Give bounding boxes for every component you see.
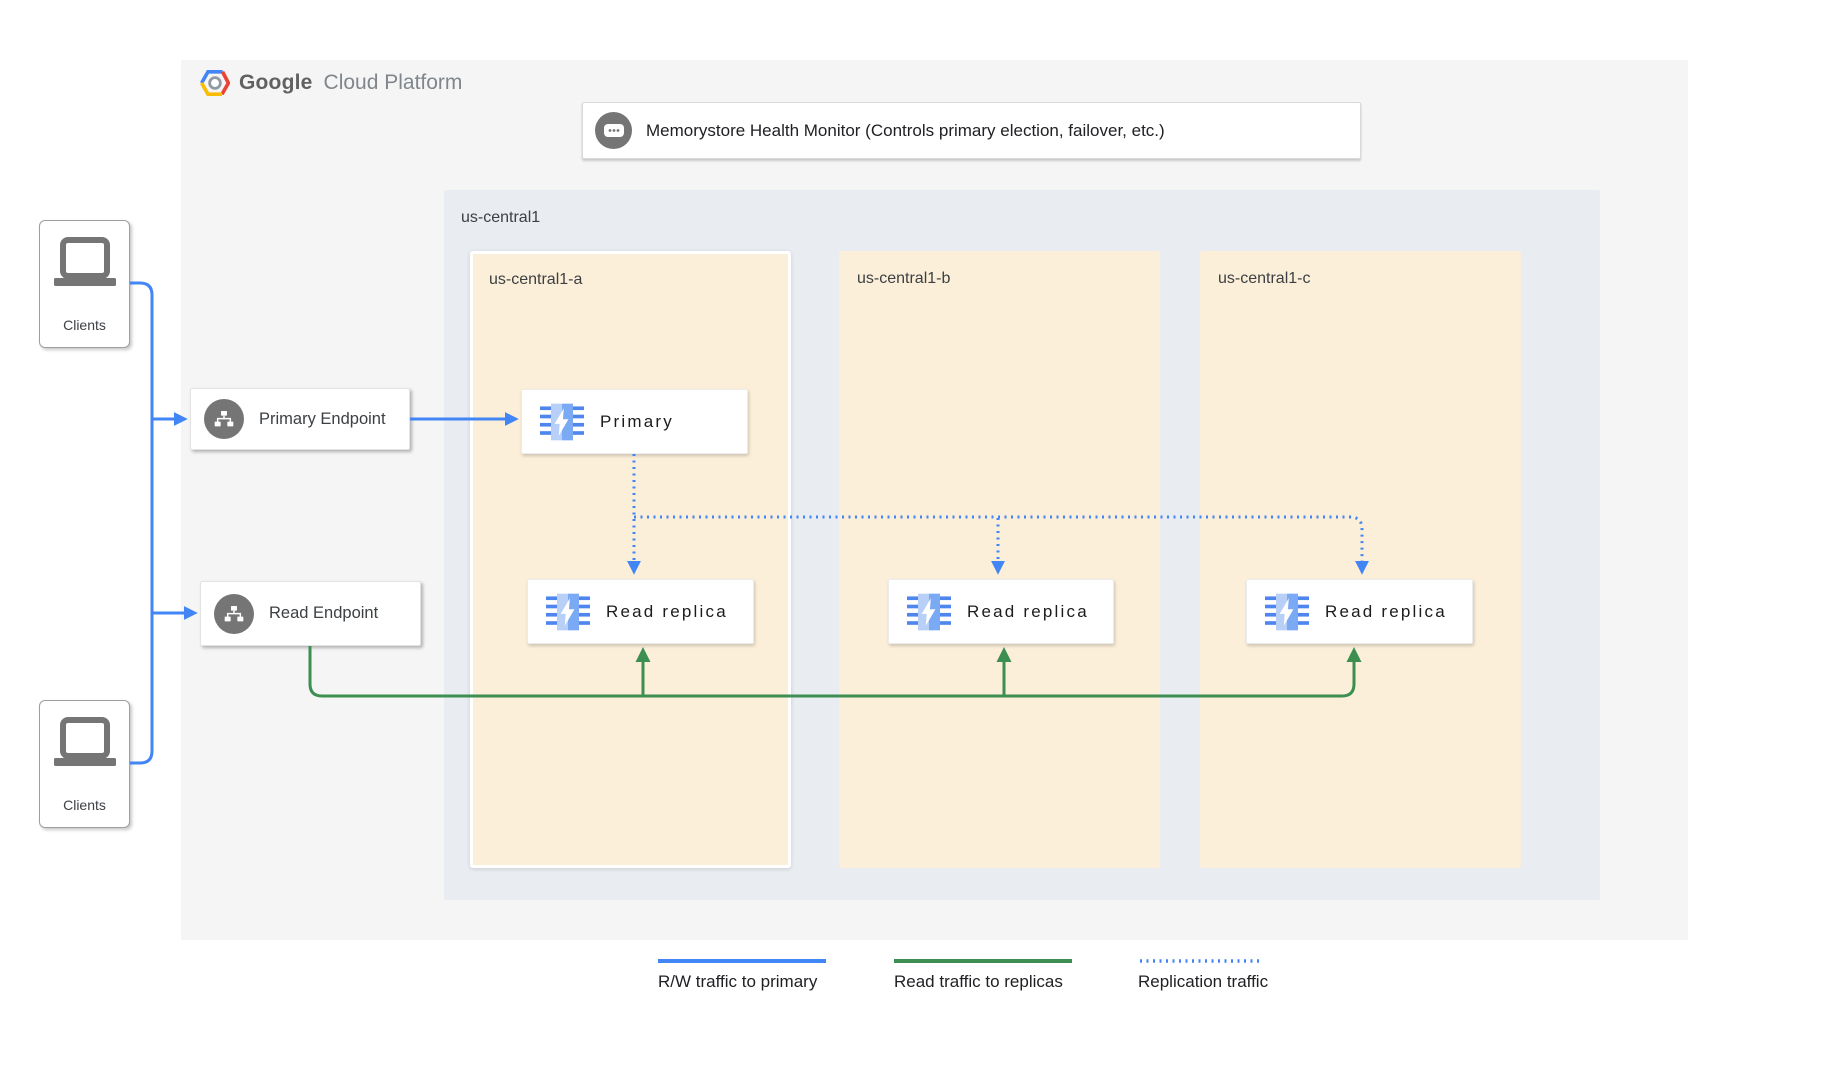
brand-cloud-platform-text: Cloud Platform bbox=[323, 71, 463, 94]
read-replica-c-node: Read replica bbox=[1246, 579, 1473, 644]
clients-top-box: Clients bbox=[39, 220, 130, 348]
read-replica-c-label: Read replica bbox=[1325, 601, 1447, 621]
read-replica-b-label: Read replica bbox=[967, 601, 1089, 621]
memorystore-icon bbox=[907, 593, 951, 630]
health-monitor-box: Memorystore Health Monitor (Controls pri… bbox=[582, 102, 1361, 159]
legend-replication-label: Replication traffic bbox=[1138, 972, 1269, 991]
brand-google-text: Google bbox=[239, 71, 313, 94]
laptop-icon bbox=[53, 717, 116, 766]
health-monitor-label: Memorystore Health Monitor (Controls pri… bbox=[646, 120, 1165, 140]
memorystore-icon bbox=[1265, 593, 1309, 630]
read-endpoint-circle bbox=[214, 593, 254, 634]
read-endpoint-label: Read Endpoint bbox=[269, 604, 379, 622]
zone-a-label: us-central1-a bbox=[489, 271, 583, 288]
clients-bottom-label: Clients bbox=[63, 797, 106, 813]
clients-top-label: Clients bbox=[63, 317, 106, 333]
sitemap-icon bbox=[224, 605, 244, 621]
primary-endpoint-label: Primary Endpoint bbox=[259, 409, 386, 428]
read-replica-b-node: Read replica bbox=[888, 579, 1114, 644]
primary-endpoint-box: Primary Endpoint bbox=[190, 388, 410, 450]
region-label: us-central1 bbox=[461, 209, 541, 226]
zone-us-central1-c: us-central1-c bbox=[1200, 251, 1521, 868]
region-us-central1: us-central1 us-central1-a us-central1-b … bbox=[444, 190, 1600, 900]
sitemap-icon bbox=[214, 411, 234, 427]
read-endpoint-box: Read Endpoint bbox=[200, 581, 421, 646]
rw-client-trunk-line bbox=[130, 281, 154, 765]
zone-us-central1-b: us-central1-b bbox=[839, 251, 1160, 868]
zone-b-label: us-central1-b bbox=[857, 270, 951, 287]
legend-read-label: Read traffic to replicas bbox=[894, 972, 1063, 991]
memorystore-icon bbox=[546, 593, 590, 630]
clients-bottom-box: Clients bbox=[39, 700, 130, 828]
read-replica-a-node: Read replica bbox=[527, 579, 754, 644]
zone-us-central1-a: us-central1-a bbox=[470, 251, 791, 868]
laptop-icon bbox=[53, 237, 116, 286]
health-monitor-circle bbox=[595, 112, 632, 149]
primary-node: Primary bbox=[521, 389, 748, 454]
legend-rw-label: R/W traffic to primary bbox=[658, 972, 818, 991]
chat-dots-icon bbox=[603, 123, 624, 137]
zone-c-label: us-central1-c bbox=[1218, 270, 1311, 287]
gcp-brand: Google Cloud Platform bbox=[200, 70, 462, 96]
primary-node-label: Primary bbox=[600, 411, 674, 431]
gcp-hexagon-logo bbox=[200, 70, 230, 96]
memorystore-icon bbox=[540, 403, 584, 440]
read-replica-a-label: Read replica bbox=[606, 601, 728, 621]
primary-endpoint-circle bbox=[204, 399, 244, 439]
